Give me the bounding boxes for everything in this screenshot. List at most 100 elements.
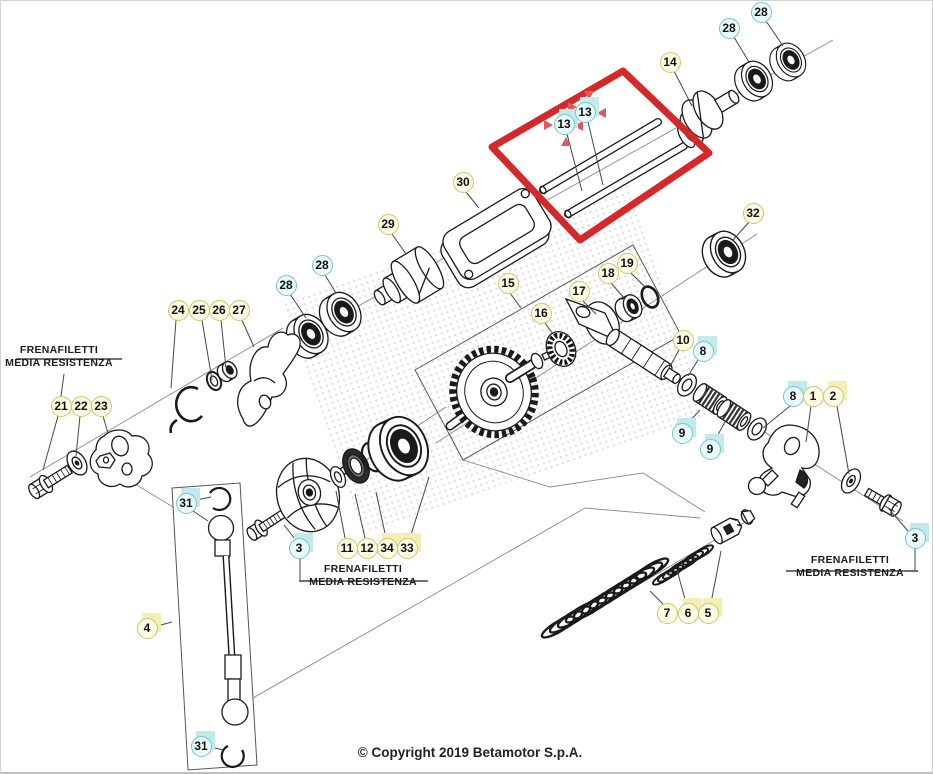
balloon-13[interactable]: 13 <box>553 113 575 135</box>
leader-line-14 <box>673 70 693 107</box>
bolt-3-left <box>246 508 288 541</box>
leader-line-16 <box>544 322 557 339</box>
balloon-17[interactable]: 17 <box>568 280 590 302</box>
red-highlight-box <box>488 67 713 244</box>
leader-line-31 <box>192 510 209 522</box>
ring-19 <box>640 285 660 309</box>
balloon-31[interactable]: 31 <box>175 492 197 514</box>
leader-line-24 <box>170 319 177 389</box>
leader-line-28 <box>733 36 750 63</box>
balloon-1[interactable]: 1 <box>802 385 824 407</box>
balloon-27[interactable]: 27 <box>228 299 250 321</box>
label-connector <box>60 373 65 397</box>
leader-line-31 <box>195 496 212 501</box>
red-arrow-icon <box>597 108 606 118</box>
bracket-23 <box>89 429 153 488</box>
washer-8-b <box>746 417 768 441</box>
balloon-10[interactable]: 10 <box>672 329 694 351</box>
balloon-25[interactable]: 25 <box>188 299 210 321</box>
balloon-34[interactable]: 34 <box>376 537 398 559</box>
leader-line-8 <box>687 359 699 377</box>
leader-line-30 <box>465 191 480 209</box>
leader-line-34 <box>375 491 387 539</box>
leader-line-5 <box>710 550 722 604</box>
balloon-14[interactable]: 14 <box>659 51 681 73</box>
ball-bearing-16 <box>545 330 577 368</box>
pawl-5 <box>710 517 743 545</box>
leader-line-13 <box>566 133 583 192</box>
bolt-21 <box>28 464 74 500</box>
spring-7 <box>540 557 670 639</box>
balloon-26[interactable]: 26 <box>208 299 230 321</box>
balloon-8[interactable]: 8 <box>692 340 714 362</box>
group-box-4 <box>171 482 258 771</box>
leader-line-3 <box>887 507 909 532</box>
spring-6 <box>651 544 715 586</box>
leader-line-28 <box>765 20 784 47</box>
impeller <box>275 457 341 533</box>
bolt-3-right <box>863 487 902 517</box>
leader-line-21 <box>42 415 59 471</box>
balloon-28[interactable]: 28 <box>311 254 333 276</box>
kick-shaft <box>605 328 681 384</box>
balloon-11[interactable]: 11 <box>336 537 358 559</box>
balloon-24[interactable]: 24 <box>167 299 189 321</box>
leader-line-25 <box>201 319 213 381</box>
leader-line-9 <box>686 409 701 425</box>
balloon-28[interactable]: 28 <box>275 274 297 296</box>
leader-line-3 <box>283 524 296 540</box>
balloon-15[interactable]: 15 <box>497 272 519 294</box>
balloon-3[interactable]: 3 <box>904 527 926 549</box>
balloon-13[interactable]: 13 <box>574 101 596 123</box>
balancer-gear-assembly <box>445 345 551 439</box>
balloon-18[interactable]: 18 <box>597 262 619 284</box>
balloon-28[interactable]: 28 <box>718 17 740 39</box>
balloon-23[interactable]: 23 <box>90 395 112 417</box>
pawl-cap <box>740 509 756 526</box>
balloon-9[interactable]: 9 <box>699 438 721 460</box>
leader-line-8 <box>762 405 791 429</box>
leader-line-2 <box>836 405 850 475</box>
fork-27 <box>237 331 301 427</box>
leader-line-15 <box>509 292 522 309</box>
balloon-2[interactable]: 2 <box>822 385 844 407</box>
balloon-9[interactable]: 9 <box>671 422 693 444</box>
balloon-21[interactable]: 21 <box>50 395 72 417</box>
linkage-rod <box>207 486 249 769</box>
leader-line-18 <box>610 282 625 299</box>
balloon-6[interactable]: 6 <box>677 602 699 624</box>
balloon-29[interactable]: 29 <box>377 213 399 235</box>
washer-22 <box>66 450 88 476</box>
leader-line-28 <box>324 274 337 294</box>
copyright-text: © Copyright 2019 Betamotor S.p.A. <box>357 745 583 760</box>
balloon-3[interactable]: 3 <box>288 537 310 559</box>
washer-2 <box>840 468 862 494</box>
balloon-12[interactable]: 12 <box>356 537 378 559</box>
balloon-5[interactable]: 5 <box>697 602 719 624</box>
balloon-30[interactable]: 30 <box>452 171 474 193</box>
leader-line-4 <box>156 621 173 627</box>
leader-line-28 <box>289 293 307 319</box>
balloon-31[interactable]: 31 <box>190 735 212 757</box>
balloon-7[interactable]: 7 <box>656 602 678 624</box>
leader-line-31 <box>210 746 224 751</box>
balloon-16[interactable]: 16 <box>530 302 552 324</box>
leader-line-17 <box>582 300 597 315</box>
leader-line-7 <box>649 590 664 605</box>
counterweight <box>373 246 445 306</box>
leader-line-1 <box>805 405 812 443</box>
balloon-32[interactable]: 32 <box>742 202 764 224</box>
red-arrow-icon <box>584 91 594 100</box>
washer-8-a <box>676 373 698 397</box>
balloon-28[interactable]: 28 <box>750 1 772 23</box>
balloon-8[interactable]: 8 <box>782 385 804 407</box>
leader-line-11 <box>335 490 346 539</box>
leader-line-27 <box>241 319 255 348</box>
balloon-22[interactable]: 22 <box>70 395 92 417</box>
leader-line-32 <box>732 221 750 241</box>
balloon-19[interactable]: 19 <box>616 252 638 274</box>
balloon-4[interactable]: 4 <box>136 617 158 639</box>
balloon-33[interactable]: 33 <box>396 537 418 559</box>
